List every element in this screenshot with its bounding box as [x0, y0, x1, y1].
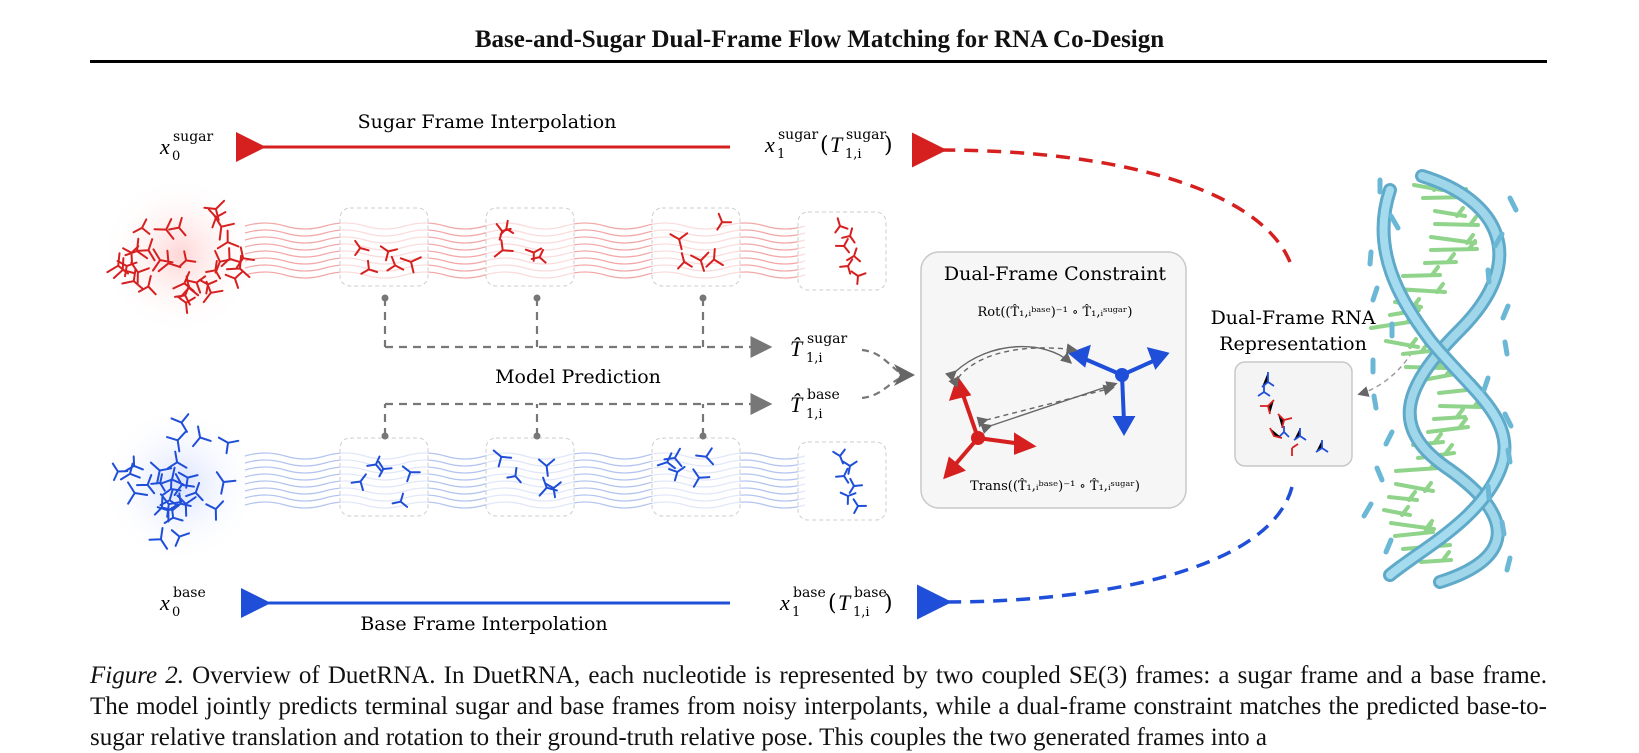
caption-label: Figure 2. [90, 662, 185, 689]
rna-3d-structure [1361, 169, 1519, 589]
sugar-interp-label: Sugar Frame Interpolation [358, 111, 617, 133]
svg-text:1,i: 1,i [853, 605, 870, 620]
svg-text:sugar: sugar [846, 127, 887, 143]
dual-frame-constraint-panel: Dual-Frame Constraint Rot((T̂₁,ᵢᵇᵃˢᵉ)⁻¹ … [920, 251, 1187, 509]
figure-diagram: x sugar 0 Sugar Frame Interpolation x su… [100, 111, 1519, 635]
x0-base-label: x base 0 [159, 585, 206, 620]
svg-text:1,i: 1,i [845, 147, 862, 162]
svg-text:T: T [830, 132, 844, 157]
svg-text:sugar: sugar [173, 129, 214, 145]
structure-to-representation-arrow [1357, 351, 1413, 397]
base-noise-cloud [100, 405, 260, 565]
svg-text:sugar: sugar [778, 127, 819, 143]
x1-base-label: x base 1 ( T base 1,i ) [779, 585, 893, 620]
svg-text:0: 0 [172, 605, 180, 620]
sugar-frames [106, 199, 867, 314]
svg-text:(: ( [828, 591, 837, 616]
model-prediction-label: Model Prediction [495, 366, 661, 388]
constraint-title: Dual-Frame Constraint [944, 263, 1167, 285]
trans-formula: Trans((T̂₁,ᵢᵇᵃˢᵉ)⁻¹ ∘ T̂₁,ᵢˢᵘᵍᵃʳ) [970, 478, 1140, 494]
svg-text:): ) [884, 133, 893, 158]
svg-text:(: ( [820, 133, 829, 158]
svg-text:base: base [793, 585, 826, 601]
svg-text:x: x [764, 132, 775, 157]
model-prediction-connectors [381, 294, 915, 440]
sugar-frame-axes [943, 375, 1037, 480]
figure-caption: Figure 2. Overview of DuetRNA. In DuetRN… [90, 660, 1547, 753]
caption-text: Overview of DuetRNA. In DuetRNA, each nu… [90, 662, 1547, 751]
svg-text:1,i: 1,i [806, 407, 823, 422]
svg-text:sugar: sugar [807, 331, 848, 347]
svg-text:base: base [807, 387, 840, 403]
svg-text:x: x [159, 134, 170, 159]
predicted-sugar-frame-label: T̂ sugar 1,i [790, 331, 848, 366]
svg-text:T: T [838, 590, 852, 615]
svg-text:1: 1 [792, 605, 800, 620]
base-frames [111, 413, 867, 550]
svg-text:base: base [173, 585, 206, 601]
sugar-noise-cloud [100, 175, 260, 335]
representation-label-line1: Dual-Frame RNA [1211, 307, 1376, 329]
base-interp-label: Base Frame Interpolation [360, 613, 607, 635]
dual-frame-representation-box [1234, 361, 1353, 467]
sugar-return-arrow [911, 132, 1292, 263]
svg-text:base: base [854, 585, 887, 601]
base-frame-axes [1068, 344, 1170, 437]
svg-text:x: x [159, 590, 170, 615]
title-rule [90, 60, 1547, 63]
base-return-arrow [916, 486, 1294, 620]
svg-text:): ) [884, 591, 893, 616]
svg-text:T̂: T̂ [790, 336, 804, 361]
predicted-base-frame-label: T̂ base 1,i [790, 387, 840, 422]
page-title: Base-and-Sugar Dual-Frame Flow Matching … [474, 26, 1165, 53]
svg-text:1: 1 [777, 147, 785, 162]
base-intermediate-boxes [339, 437, 887, 521]
representation-label-line2: Representation [1219, 333, 1367, 355]
rot-formula: Rot((T̂₁,ᵢᵇᵃˢᵉ)⁻¹ ∘ T̂₁,ᵢˢᵘᵍᵃʳ) [977, 304, 1132, 320]
svg-text:1,i: 1,i [806, 351, 823, 366]
x0-sugar-label: x sugar 0 [159, 129, 214, 164]
x1-sugar-label: x sugar 1 ( T sugar 1,i ) [764, 127, 893, 162]
svg-text:0: 0 [172, 149, 180, 164]
svg-text:T̂: T̂ [790, 392, 804, 417]
svg-text:x: x [779, 590, 790, 615]
